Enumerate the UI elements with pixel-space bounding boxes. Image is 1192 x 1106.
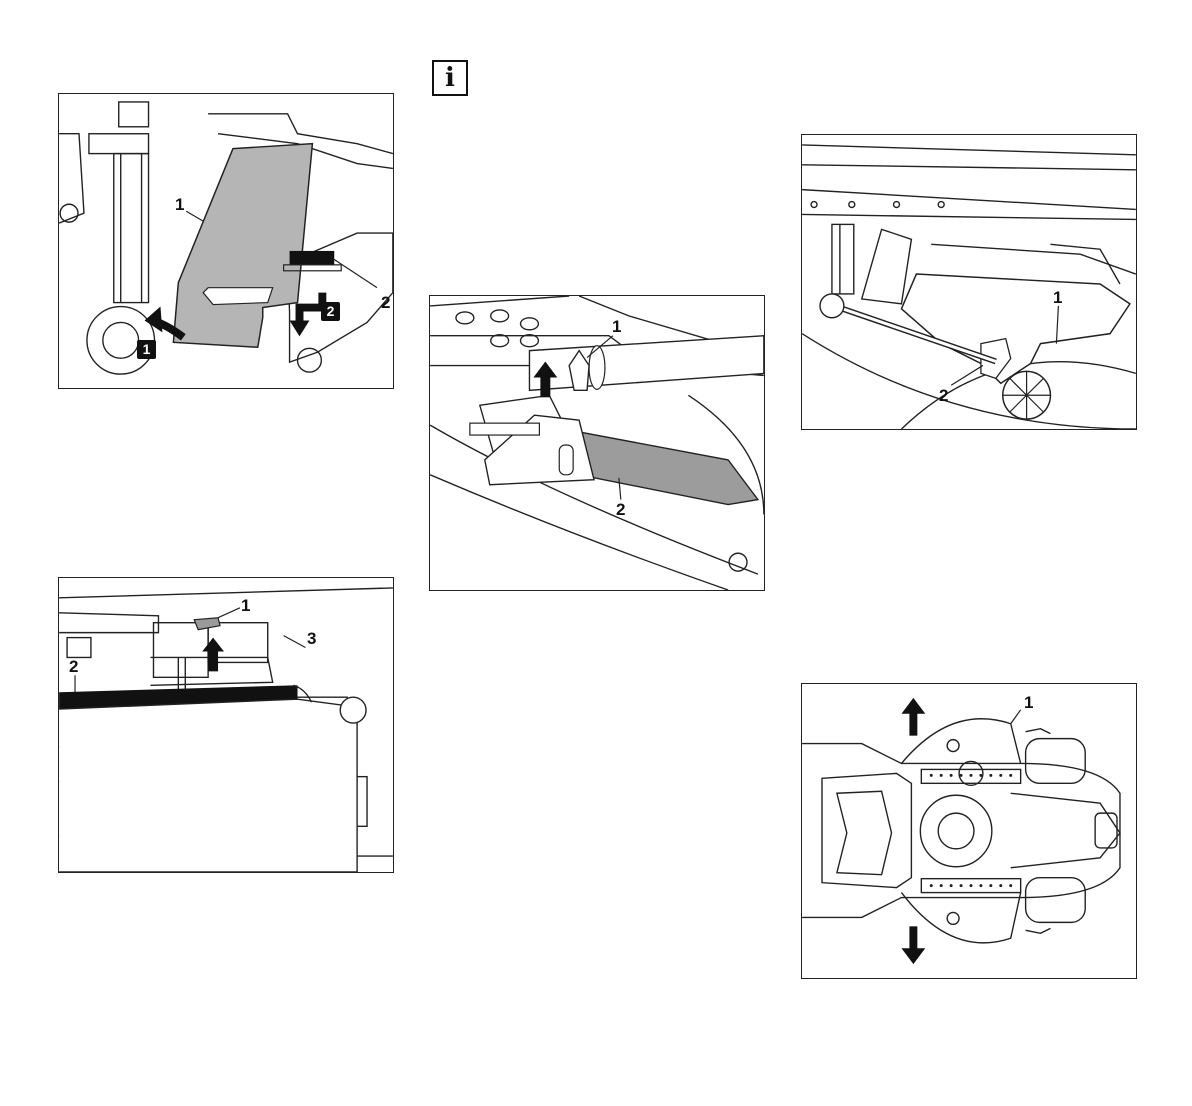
figure-top-right: 1 2 [801, 134, 1137, 430]
illustration-deck-pin [59, 578, 393, 872]
illustration-mower-topview [802, 684, 1136, 978]
illustration-rod-hook [802, 135, 1136, 429]
callout-1: 1 [612, 318, 621, 335]
callout-1: 1 [241, 597, 250, 614]
illustration-linkage-clip [430, 296, 764, 590]
callout-1: 1 [1053, 289, 1062, 306]
callout-2: 2 [69, 658, 78, 675]
callout-1: 1 [1024, 694, 1033, 711]
callout-1: 1 [175, 196, 184, 213]
step-badge-1: 1 [137, 340, 156, 359]
figure-bottom-right: 1 [801, 683, 1137, 979]
figure-middle: 1 2 [429, 295, 765, 591]
callout-2: 2 [939, 387, 948, 404]
figure-top-left: 1 2 1 2 [58, 93, 394, 389]
callout-2: 2 [381, 294, 390, 311]
step-badge-2: 2 [321, 302, 340, 321]
callout-2: 2 [616, 501, 625, 518]
info-icon-glyph: i [434, 62, 466, 94]
illustration-mounting-plate [59, 94, 393, 388]
info-icon: i [432, 60, 468, 96]
callout-3: 3 [307, 630, 316, 647]
figure-bottom-left: 1 2 3 [58, 577, 394, 873]
